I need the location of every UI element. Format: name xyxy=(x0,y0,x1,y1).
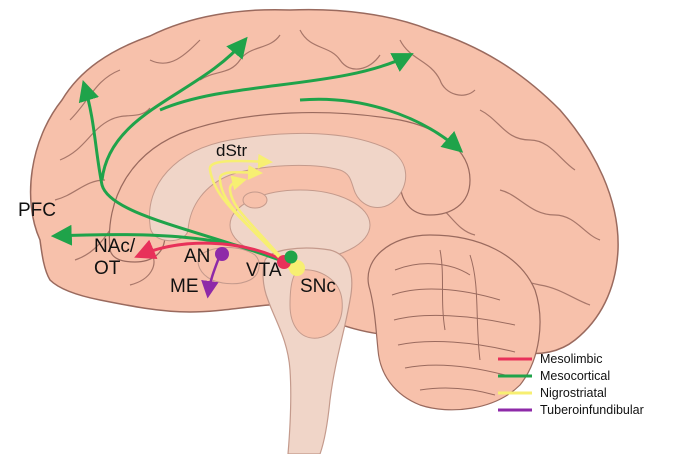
fornix-region xyxy=(242,191,268,209)
snc-nucleus xyxy=(289,260,305,276)
legend-label-nigrostriatal: Nigrostriatal xyxy=(540,386,607,400)
label-dstr: dStr xyxy=(216,141,248,160)
label-nac-ot-line2: OT xyxy=(94,258,121,279)
legend-label-tuberoinfundibular: Tuberoinfundibular xyxy=(540,403,644,417)
label-vta: VTA xyxy=(246,260,282,281)
legend-label-mesolimbic: Mesolimbic xyxy=(540,352,603,366)
legend: Mesolimbic Mesocortical Nigrostriatal Tu… xyxy=(498,352,644,417)
corpus-callosum xyxy=(148,132,407,242)
label-me: ME xyxy=(170,276,199,297)
label-pfc: PFC xyxy=(18,200,56,221)
an-nucleus xyxy=(215,247,229,261)
legend-label-mesocortical: Mesocortical xyxy=(540,369,610,383)
cerebellum-folia xyxy=(391,249,516,396)
label-nac-ot-line1: NAc/ xyxy=(94,236,136,257)
label-snc: SNc xyxy=(300,276,336,297)
cerebellum xyxy=(367,234,541,411)
nigrostriatal-pathway xyxy=(208,153,297,276)
label-an: AN xyxy=(184,246,210,267)
pons xyxy=(289,269,343,339)
vta-nucleus-green xyxy=(284,250,298,264)
mesolimbic-pathway xyxy=(134,239,288,264)
